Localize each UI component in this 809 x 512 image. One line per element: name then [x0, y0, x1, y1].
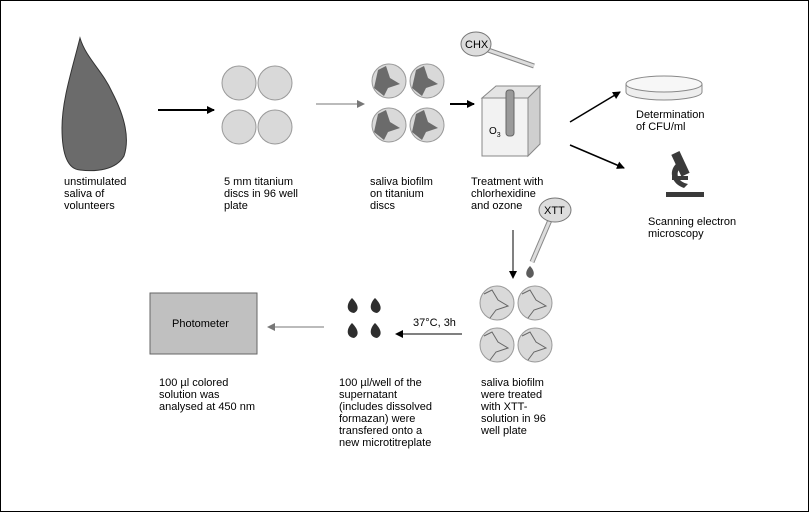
treatment-vessel-icon [480, 84, 542, 158]
formazan-drops-icon [347, 298, 381, 338]
label-supernatant: 100 µl/well of the supernatant (includes… [339, 377, 432, 449]
incubation-tag: 37°C, 3h [413, 317, 456, 329]
ozone-tag: O3 [489, 126, 501, 139]
arrow-to-sem [569, 144, 625, 169]
saliva-drop-icon [61, 36, 127, 172]
titanium-discs-icon [221, 65, 293, 145]
microscope-icon [666, 151, 704, 197]
xtt-biofilm-discs-icon [479, 285, 553, 363]
label-discs: 5 mm titanium discs in 96 well plate [224, 176, 298, 212]
photometer-label: Photometer [172, 318, 229, 330]
petri-dish-icon [625, 75, 703, 101]
xtt-tag: XTT [544, 205, 565, 217]
label-sem: Scanning electron microscopy [648, 216, 737, 240]
chx-tag: CHX [465, 39, 489, 51]
arrow-to-cfu [569, 91, 621, 123]
label-xtt-treated: saliva biofilm were treated with XTT- so… [481, 377, 546, 437]
xtt-pipette-icon [526, 197, 572, 278]
label-saliva: unstimulated saliva of volunteers [64, 176, 127, 212]
biofilm-discs-icon [371, 63, 445, 143]
label-treatment: Treatment with chlorhexidine and ozone [471, 176, 544, 212]
label-analysed: 100 µl colored solution was analysed at … [159, 377, 256, 413]
chx-pipette-icon [460, 31, 535, 69]
label-biofilm: saliva biofilm on titanium discs [370, 176, 433, 212]
photometer-box [149, 292, 258, 355]
label-cfu: Determination of CFU/ml [636, 109, 705, 133]
